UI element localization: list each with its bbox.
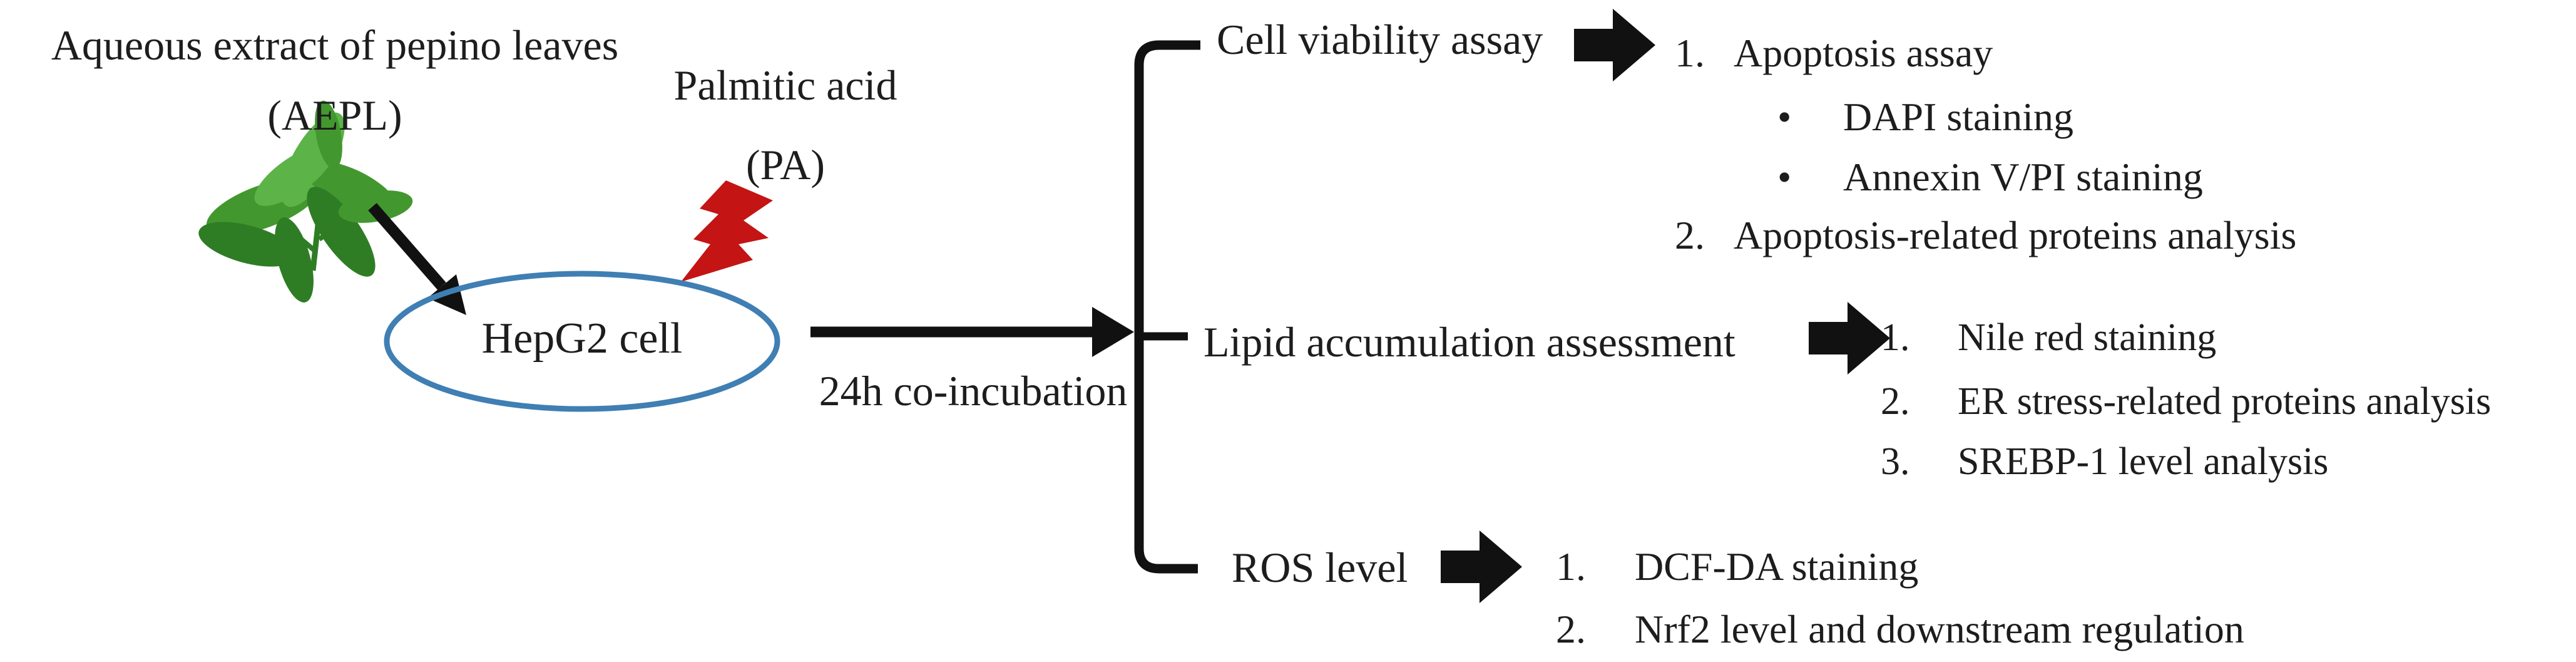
list-marker: 1. (1881, 316, 1910, 359)
branch-label-ros: ROS level (1232, 544, 1408, 591)
branch-label-lipid: Lipid accumulation assessment (1204, 318, 1735, 366)
list-text: DCF-DA staining (1635, 544, 1919, 589)
list-marker: 2. (1556, 607, 1586, 651)
b2-item-srebp: 3. SREBP-1 level analysis (1881, 440, 2328, 484)
pa-abbrev: (PA) (746, 141, 825, 189)
block-arrow-lipid (1809, 302, 1890, 375)
b1-item-apoptosis-assay: 1. Apoptosis assay (1675, 30, 1993, 76)
b2-item-er-stress: 2. ER stress-related proteins analysis (1881, 380, 2491, 424)
aepl-abbrev: (AEPL) (267, 91, 402, 139)
branch-bracket (1134, 40, 1200, 574)
b3-item-nrf2: 2. Nrf2 level and downstream regulation (1556, 606, 2244, 653)
incubation-label: 24h co-incubation (819, 367, 1128, 415)
list-text: Annexin V/PI staining (1843, 155, 2203, 199)
list-text: SREBP-1 level analysis (1958, 440, 2329, 483)
list-marker: 2. (1881, 380, 1910, 423)
pa-title: Palmitic acid (673, 61, 897, 109)
list-text: Apoptosis assay (1734, 31, 1993, 75)
list-text: Apoptosis-related proteins analysis (1734, 213, 2297, 257)
list-marker: 3. (1881, 440, 1910, 483)
plant-to-cell-arrow (368, 203, 466, 315)
list-marker: 1. (1675, 31, 1705, 75)
bullet-marker: • (1777, 155, 1792, 199)
hepg2-cell-ellipse (384, 271, 780, 412)
block-arrow-cell-viability (1574, 9, 1655, 81)
list-marker: 2. (1675, 213, 1705, 257)
list-text: ER stress-related proteins analysis (1958, 380, 2492, 423)
b1-item-annexin: • Annexin V/PI staining (1777, 154, 2203, 200)
b1-item-apoptosis-proteins: 2. Apoptosis-related proteins analysis (1675, 212, 2296, 259)
aepl-title: Aqueous extract of pepino leaves (51, 21, 619, 69)
lightning-bolt-icon (681, 180, 773, 282)
hepg2-label: HepG2 cell (481, 314, 683, 363)
b1-item-dapi: • DAPI staining (1777, 94, 2073, 140)
pepino-plant-icon (198, 100, 413, 303)
block-arrow-ros (1441, 530, 1522, 603)
incubation-arrow (810, 307, 1134, 357)
b2-item-nile-red: 1. Nile red staining (1881, 316, 2216, 360)
bullet-marker: • (1777, 95, 1792, 139)
list-marker: 1. (1556, 544, 1586, 589)
branch-label-cell-viability: Cell viability assay (1217, 16, 1543, 63)
b3-item-dcfda: 1. DCF-DA staining (1556, 544, 1918, 590)
list-text: Nile red staining (1958, 316, 2217, 359)
list-text: DAPI staining (1843, 95, 2073, 139)
list-text: Nrf2 level and downstream regulation (1635, 607, 2244, 651)
